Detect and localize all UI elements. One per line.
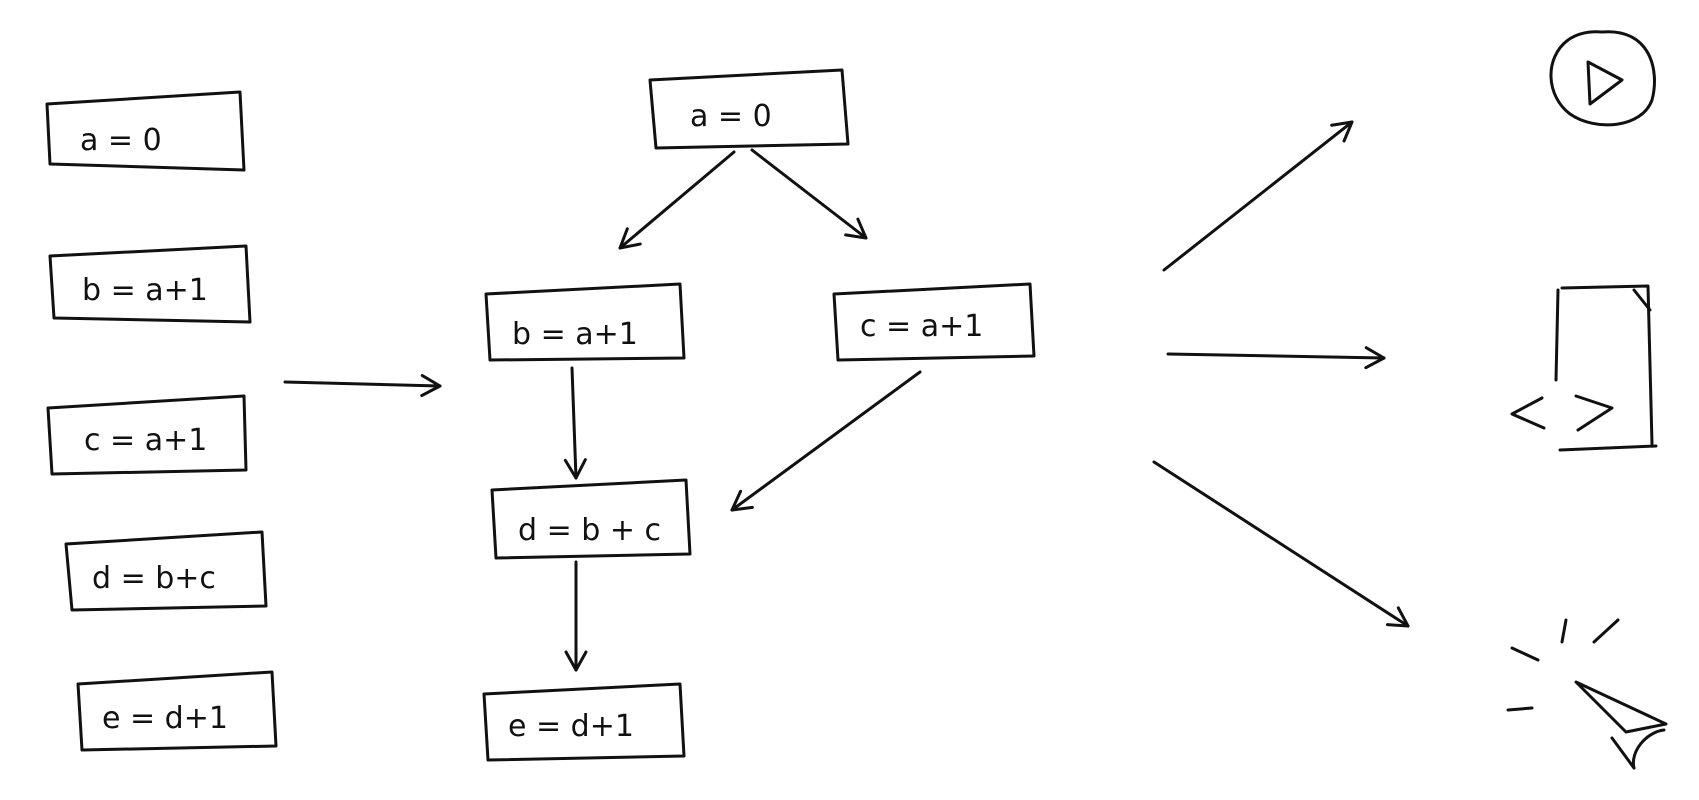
edge-a-c <box>750 148 868 240</box>
code-document-icon <box>1510 284 1658 452</box>
graph-node-label: a = 0 <box>690 99 772 134</box>
graph-node-label: c = a+1 <box>860 309 983 344</box>
graph-node-d: d = b + c <box>490 478 692 560</box>
list-item-label: a = 0 <box>80 123 162 158</box>
edge-a-b <box>618 150 736 250</box>
graph-node-label: d = b + c <box>518 513 661 548</box>
list-item: c = a+1 <box>46 394 248 476</box>
list-item-label: d = b+c <box>92 561 216 596</box>
graph-node-c: c = a+1 <box>832 282 1036 362</box>
list-item-label: b = a+1 <box>82 273 208 308</box>
graph-node-e: e = d+1 <box>482 682 686 762</box>
output-arrow-middle <box>1166 346 1386 370</box>
graph-node-b: b = a+1 <box>484 282 686 362</box>
graph-node-label: b = a+1 <box>512 317 638 352</box>
list-item: b = a+1 <box>48 244 252 324</box>
graph-node-a: a = 0 <box>648 68 850 150</box>
list-item: d = b+c <box>64 530 268 612</box>
output-arrow-bottom <box>1152 460 1410 628</box>
transform-arrow <box>283 374 442 398</box>
play-circle-icon <box>1549 30 1656 127</box>
edge-c-d <box>730 370 922 512</box>
list-item-label: e = d+1 <box>102 701 228 736</box>
graph-node-label: e = d+1 <box>508 709 634 744</box>
dependency-graph: a = 0 b = a+1 c = a+1 d = b + c e = d+1 <box>482 68 1036 762</box>
list-item: a = 0 <box>45 90 246 172</box>
output-arrow-top <box>1162 120 1354 272</box>
list-item: e = d+1 <box>76 670 278 752</box>
edge-b-d <box>563 366 587 480</box>
cursor-click-icon <box>1506 618 1668 770</box>
sequential-list: a = 0 b = a+1 c = a+1 d = b+c e = d+1 <box>45 90 278 752</box>
list-item-label: c = a+1 <box>84 423 207 458</box>
